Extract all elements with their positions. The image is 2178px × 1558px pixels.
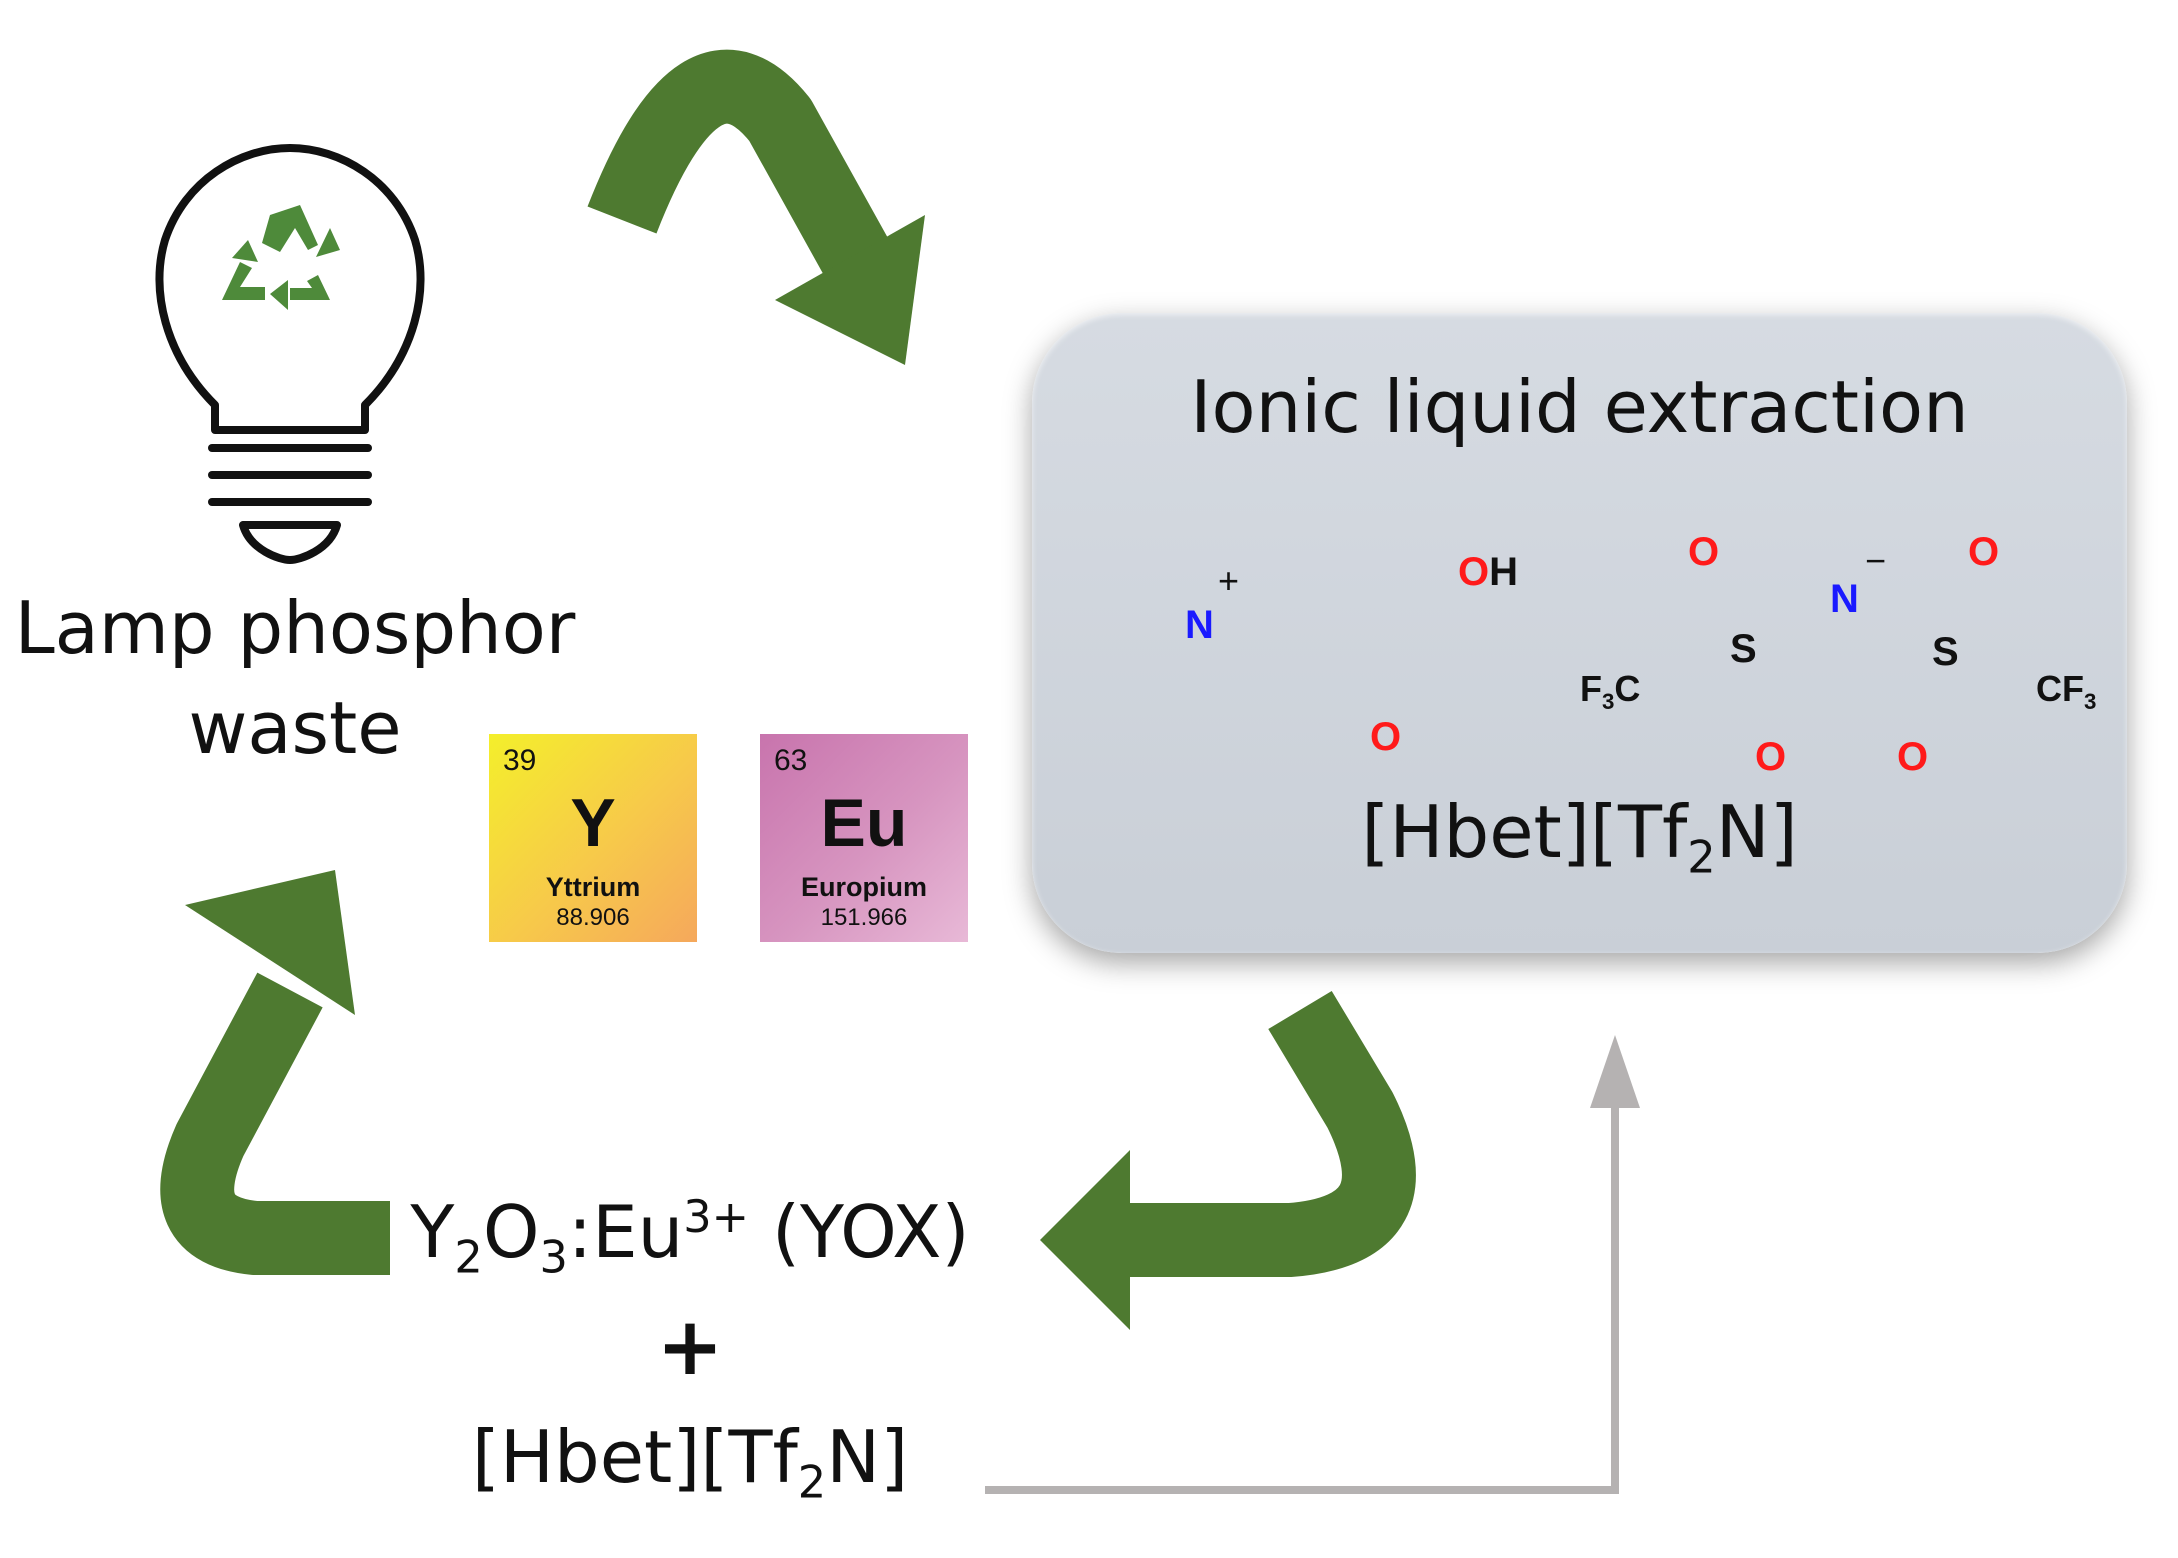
betaine-charge: + bbox=[1218, 560, 1240, 601]
yox-eu: :Eu bbox=[567, 1190, 684, 1274]
extraction-title: Ionic liquid extraction bbox=[1190, 365, 1969, 449]
cf3-sub: 3 bbox=[2084, 689, 2097, 715]
tf2n-cf3: CF3 bbox=[2036, 668, 2096, 715]
extraction-formula: [Hbet][Tf2N] bbox=[1032, 790, 2127, 883]
f3c-f: F bbox=[1580, 668, 1602, 709]
ionic-liquid-extraction-box bbox=[1032, 313, 2127, 953]
lightbulb-recycle-icon bbox=[155, 144, 425, 564]
tf2n-oxygen-2: O bbox=[1755, 735, 1787, 779]
formula-suffix: N] bbox=[1715, 790, 1798, 874]
element-symbol: Y bbox=[570, 785, 616, 861]
f3c-sub: 3 bbox=[1602, 689, 1615, 715]
lamp-label-line2: waste bbox=[188, 686, 402, 770]
tf2n-charge: − bbox=[1865, 540, 1887, 581]
tf2n-nitrogen: N bbox=[1830, 577, 1859, 621]
yox-sup: 3+ bbox=[683, 1191, 750, 1243]
recycle-symbol-icon bbox=[222, 205, 340, 310]
element-tile-yttrium: 39 Y Yttrium 88.906 bbox=[489, 734, 697, 942]
yox-o: O bbox=[482, 1190, 540, 1274]
yox-sub1: 2 bbox=[454, 1231, 483, 1284]
bottom-formula-prefix: [Hbet][Tf bbox=[471, 1415, 798, 1499]
element-name: Yttrium bbox=[545, 872, 641, 902]
tf2n-sulfur-left: S bbox=[1730, 627, 1757, 671]
formula-sub: 2 bbox=[1687, 831, 1716, 884]
hydroxyl-h: H bbox=[1489, 550, 1519, 594]
plus-sign: + bbox=[656, 1300, 724, 1393]
betaine-hydroxyl: OH bbox=[1458, 550, 1518, 595]
atomic-number: 39 bbox=[503, 744, 537, 777]
top-cycle-arrow bbox=[587, 49, 925, 365]
lamp-label-line1: Lamp phosphor bbox=[14, 586, 576, 670]
formula-prefix: [Hbet][Tf bbox=[1361, 790, 1688, 874]
lamp-phosphor-waste-label: Lamp phosphor waste bbox=[0, 578, 590, 778]
f3c-c: C bbox=[1614, 668, 1641, 709]
yox-abbrev: (YOX) bbox=[749, 1190, 970, 1274]
recycle-line-arrow bbox=[985, 1035, 1640, 1494]
element-symbol: Eu bbox=[820, 785, 908, 861]
betaine-nitrogen: N bbox=[1185, 603, 1214, 647]
element-name: Europium bbox=[801, 872, 927, 902]
betaine-carbonyl-o: O bbox=[1370, 715, 1402, 759]
yox-formula: Y2O3:Eu3+ (YOX) bbox=[380, 1190, 1000, 1283]
atomic-number: 63 bbox=[774, 744, 808, 777]
tf2n-sulfur-right: S bbox=[1932, 630, 1959, 674]
atomic-mass: 151.966 bbox=[820, 904, 908, 931]
yox-sub2: 3 bbox=[539, 1231, 568, 1284]
return-cycle-arrow bbox=[1040, 990, 1416, 1330]
bottom-formula-suffix: N] bbox=[826, 1415, 909, 1499]
bottom-formula-sub: 2 bbox=[797, 1456, 827, 1509]
yox-y: Y bbox=[410, 1190, 455, 1274]
tf2n-f3c: F3C bbox=[1580, 668, 1640, 715]
tf2n-oxygen-1: O bbox=[1688, 530, 1720, 574]
left-cycle-arrow bbox=[160, 870, 390, 1275]
tf2n-oxygen-3: O bbox=[1968, 530, 2000, 574]
bottom-hbet-formula: [Hbet][Tf2N] bbox=[380, 1415, 1000, 1508]
atomic-mass: 88.906 bbox=[556, 904, 630, 931]
hydroxyl-o: O bbox=[1458, 550, 1490, 594]
element-tile-europium: 63 Eu Europium 151.966 bbox=[760, 734, 968, 942]
cf3-cf: CF bbox=[2036, 668, 2084, 709]
tf2n-oxygen-4: O bbox=[1897, 735, 1929, 779]
